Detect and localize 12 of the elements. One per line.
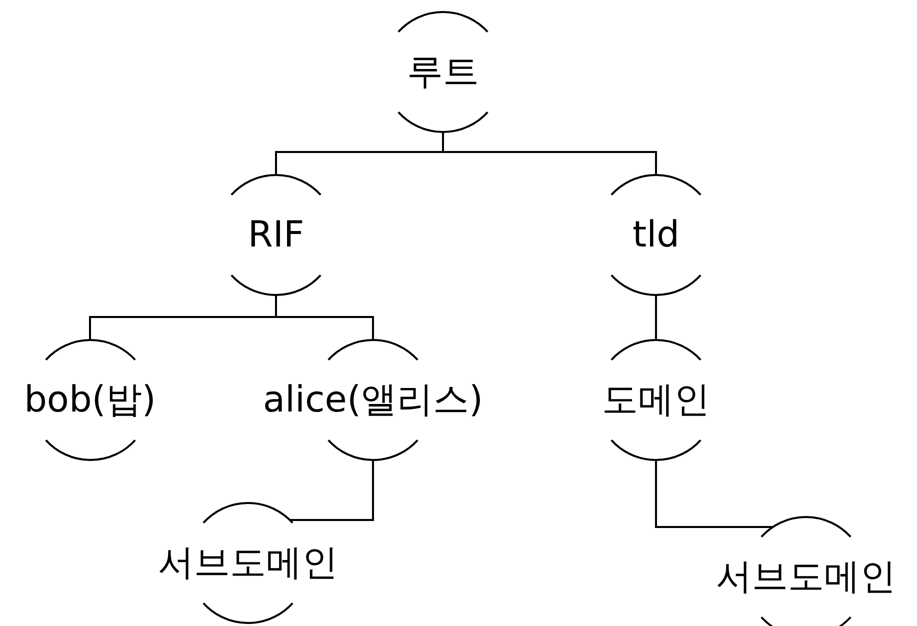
node-label: bob(밥) — [23, 378, 157, 422]
connector-line — [655, 460, 773, 528]
node-label: tld — [632, 213, 680, 257]
node-label: 도메인 — [601, 378, 711, 422]
connector-line — [290, 460, 374, 521]
node-label: RIF — [246, 213, 306, 257]
node-label: 루트 — [406, 50, 480, 94]
connector-line — [442, 132, 657, 175]
node-label: 서브도메인 — [715, 555, 897, 599]
node-label: 서브도메인 — [157, 541, 339, 585]
node-label: alice(앨리스) — [262, 378, 484, 422]
connector-line — [655, 295, 657, 340]
